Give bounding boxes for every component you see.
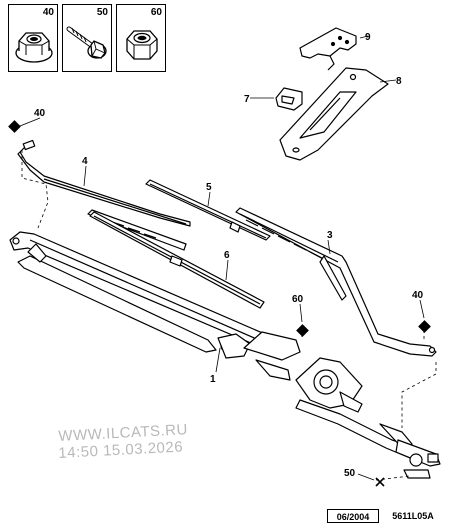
callout-5: 5 [206, 182, 212, 193]
part-3-right-arm [235, 207, 437, 357]
callout-40-left: 40 [34, 108, 46, 119]
callout-3: 3 [327, 230, 333, 241]
legend-box-bolt: 50 [62, 4, 112, 72]
legend-label: 40 [42, 7, 54, 18]
part-4-left-arm [17, 139, 191, 227]
fastener-markers [8, 120, 431, 337]
callout-40-right: 40 [412, 290, 424, 301]
leader-lines [19, 35, 425, 481]
callout-60: 60 [292, 294, 304, 305]
part-6-lower-blade [89, 211, 265, 309]
footer-date: 06/2004 [327, 509, 379, 523]
bolt-icon [66, 26, 107, 59]
bolt-marker [375, 477, 385, 487]
callout-4: 4 [82, 156, 88, 167]
legend-box-hex-nut: 60 [116, 4, 166, 72]
footer-reference: 5611L05A [392, 511, 434, 521]
flange-nut-icon [15, 32, 53, 63]
legend-label: 60 [150, 7, 162, 18]
callout-9: 9 [365, 32, 371, 43]
callout-7: 7 [244, 94, 250, 105]
part-8-cover [279, 67, 389, 161]
part-7-clip [275, 87, 303, 111]
callout-1: 1 [210, 374, 216, 385]
callout-8: 8 [396, 76, 402, 87]
legend-label: 50 [96, 7, 108, 18]
part-9-bracket [299, 27, 357, 71]
callout-50: 50 [344, 468, 356, 479]
callout-6: 6 [224, 250, 230, 261]
hex-nut-icon [126, 30, 158, 60]
part-1-linkage [9, 231, 441, 479]
legend-box-flange-nut: 40 [8, 4, 58, 72]
